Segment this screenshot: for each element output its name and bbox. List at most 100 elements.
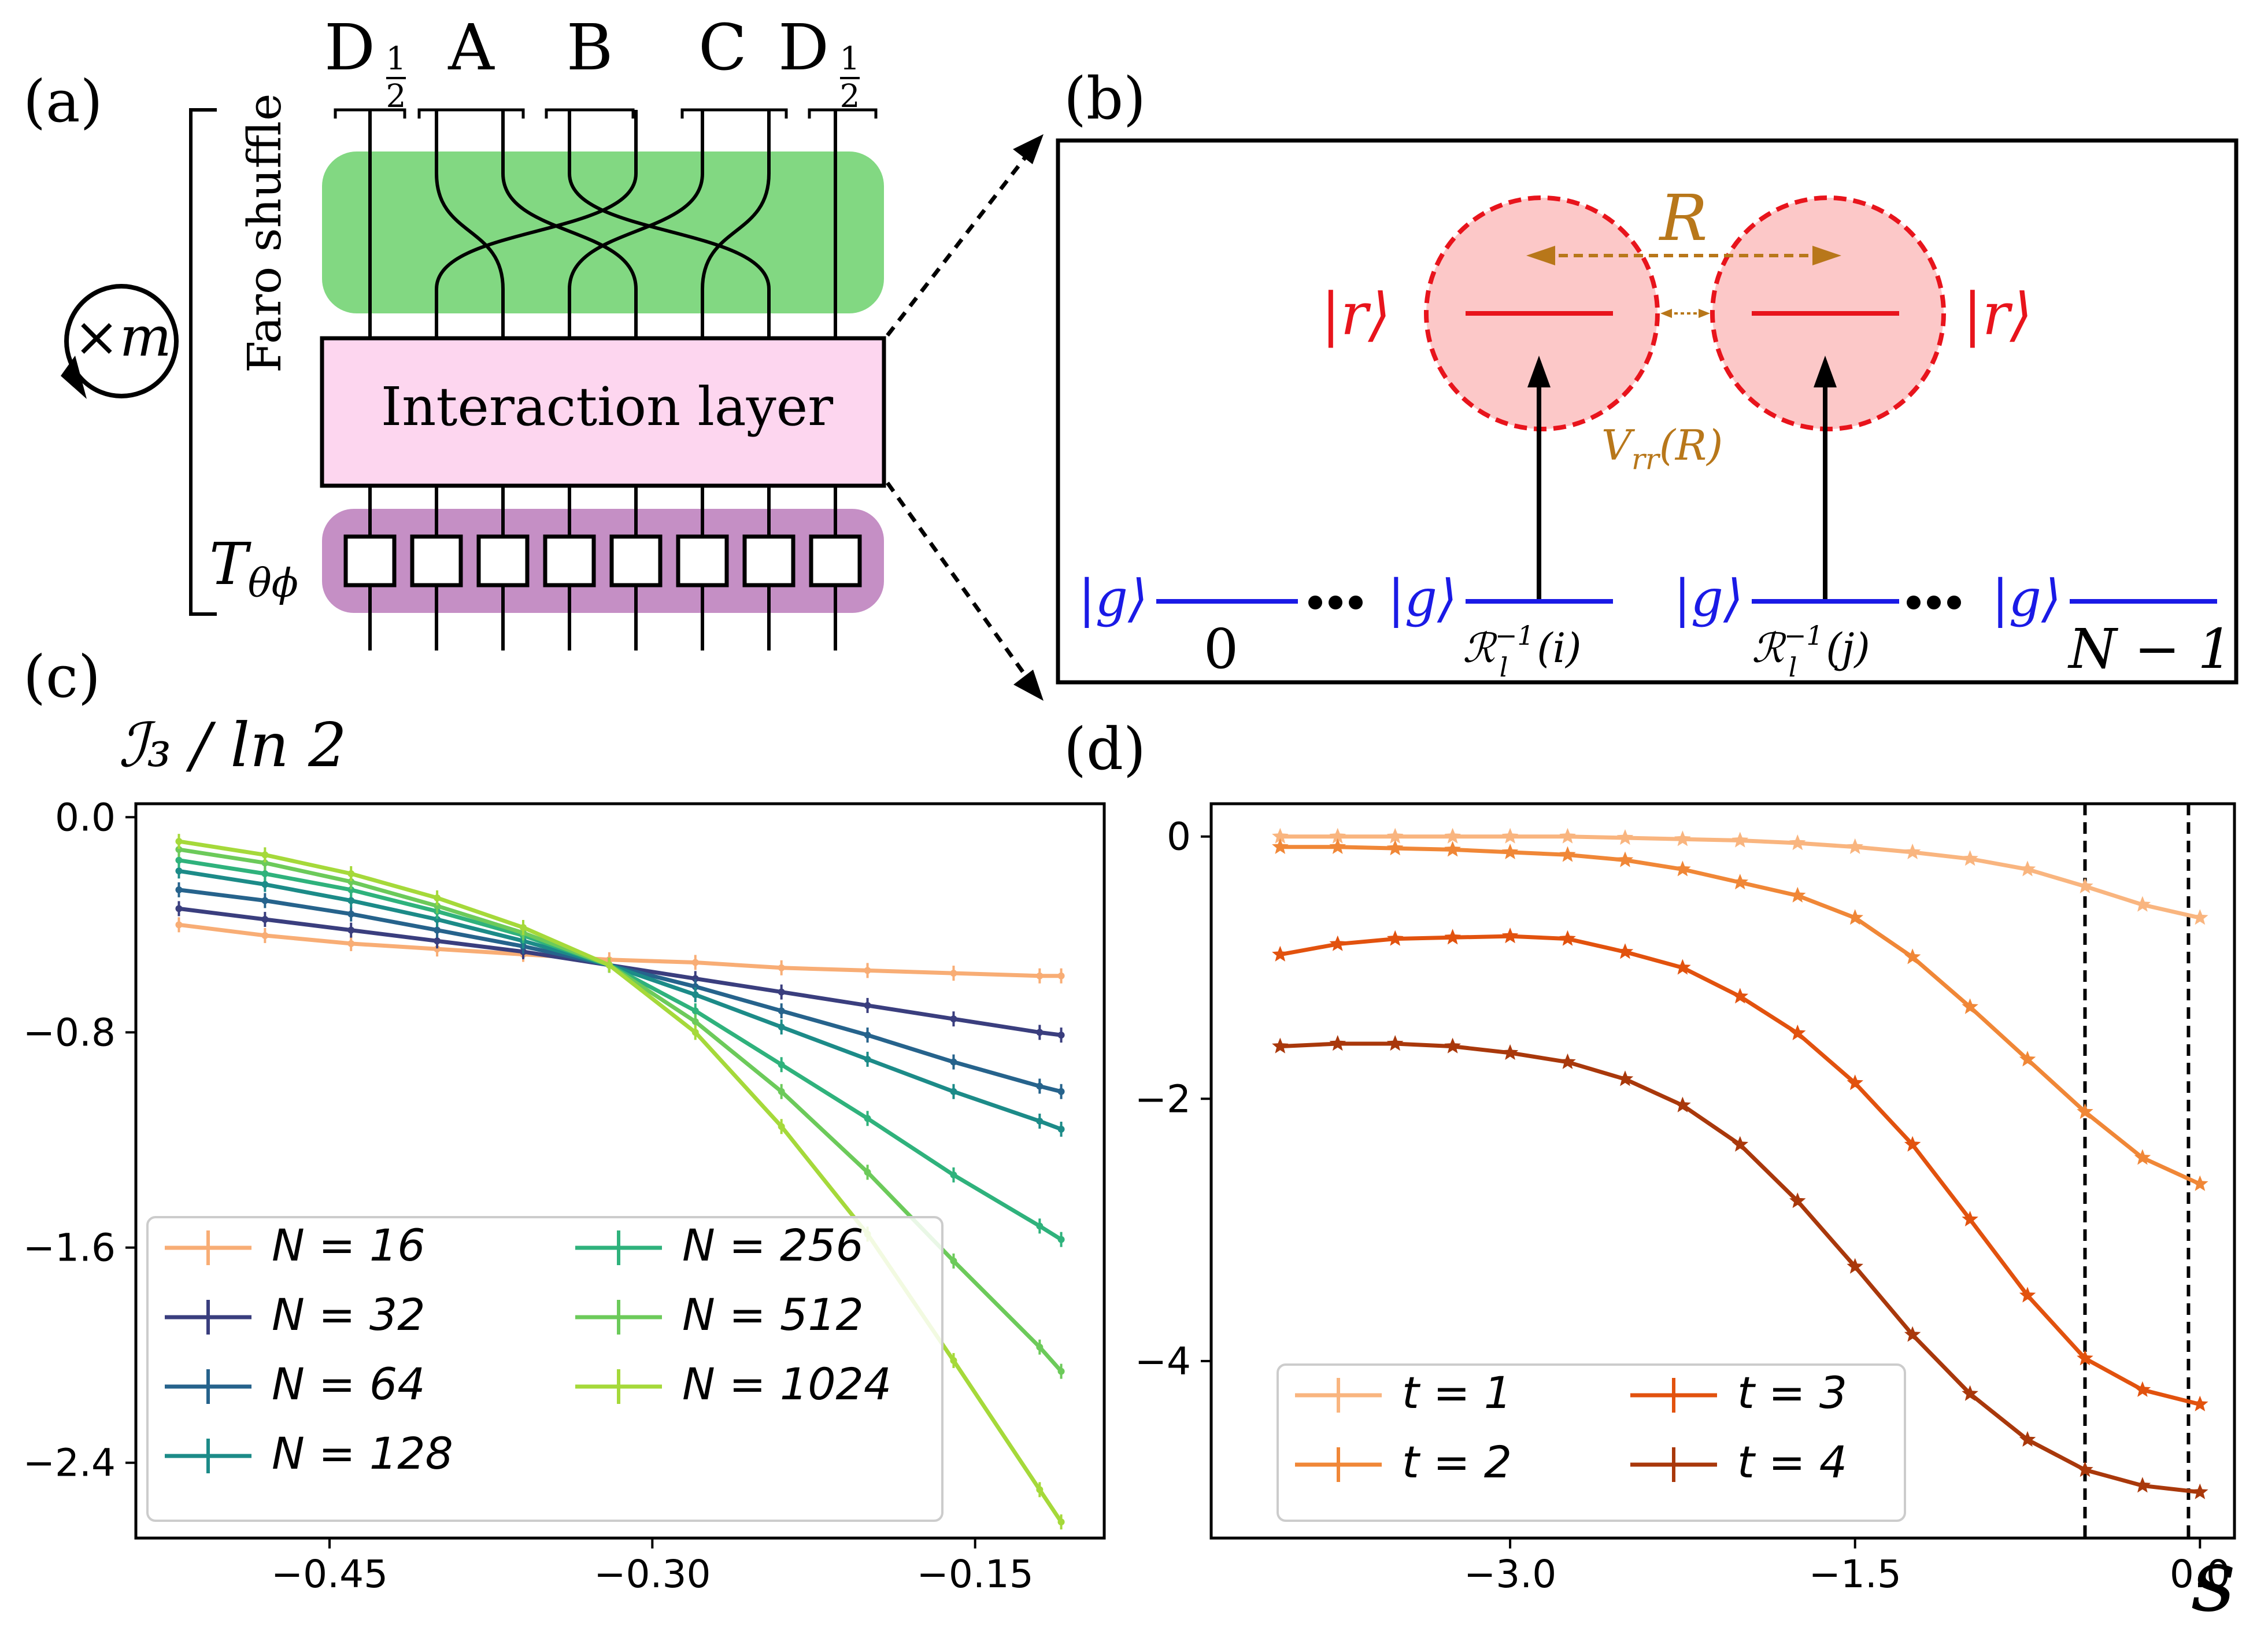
zoom-arrows [886,134,1044,701]
data-point [1036,1117,1044,1125]
y-tick-label: −0.8 [23,1010,116,1055]
data-point [1501,827,1519,844]
legend-label: t = 1 [1402,1367,1512,1418]
data-point [2019,1051,2036,1067]
data-point [1444,1037,1461,1054]
data-point [347,910,355,918]
panel-c: (c) ℐ₃ / ln 2 −0.45−0.30−0.150.0−0.8−1.6… [23,643,1106,1596]
g-state-2: |g⟩ [1674,568,1743,628]
data-point [347,870,355,877]
rotation-gate [742,534,796,587]
panel-b-frame [1056,138,2239,685]
data-point [261,916,269,923]
data-point [778,988,785,996]
data-point [1036,972,1044,980]
region-label: C [698,10,747,84]
data-point [778,964,785,971]
faro-shuffle-label: Faro shuffle [238,94,291,373]
data-point [1674,830,1691,847]
x-tick-label: −1.5 [1809,1552,1901,1596]
rotation-gate [543,534,596,587]
data-point [2019,1431,2036,1447]
data-point [434,937,441,945]
interaction-layer-block [320,336,886,488]
repeat-loop-icon [64,284,179,398]
data-point [691,983,699,990]
data-point [1057,1088,1065,1095]
x-tick-label: −0.30 [594,1552,711,1596]
data-point [2019,1287,2036,1303]
data-point [1386,840,1404,856]
y-tick-label: −2.4 [23,1441,116,1485]
data-point [1616,851,1634,867]
data-point [950,1171,957,1178]
data-point [1674,860,1691,877]
data-point [2192,1395,2208,1411]
rotation-gate [609,534,663,587]
data-point [1386,1035,1404,1051]
rotation-gate [809,534,862,587]
rotation-gate [343,534,397,587]
region-label: D [324,10,375,84]
data-point [1057,1518,1065,1526]
faro-shuffle-block [322,151,884,313]
data-point [864,1032,871,1039]
data-point [1501,927,1519,944]
g-state-0: |g⟩ [1078,568,1148,628]
series-line [178,906,1062,1037]
panel-b: (b) |r⟩ |r⟩ R Vrr(R) |g⟩ |g⟩ |g⟩ |g⟩ [1056,65,2239,685]
faro-wire [435,110,638,338]
data-point [175,838,183,845]
data-point [1904,1136,1921,1152]
data-point [175,846,183,853]
data-point [1036,1082,1044,1090]
data-point [778,1023,785,1031]
data-point [1847,909,1863,925]
rotation-gate [410,534,463,587]
x-tick-label: 0.0 [2170,1552,2230,1596]
data-point [950,1357,957,1364]
panel-a-label: (a) [23,68,103,135]
region-label: D [778,10,829,84]
repeat-label: ×m [73,305,172,369]
data-point [1789,1024,1806,1040]
legend-label: t = 3 [1737,1367,1847,1418]
data-point [1731,988,1749,1004]
data-point [1674,1096,1691,1113]
data-point [1559,930,1576,946]
data-point [1057,972,1065,980]
y-tick-label: −1.6 [23,1226,116,1270]
data-point [1559,846,1576,862]
r-state-right: |r⟩ [1963,280,2033,348]
data-point [691,959,699,966]
interaction-layer-label: Interaction layer [381,376,833,438]
region-label: A [447,10,495,84]
data-point [1386,827,1404,844]
chart-c: −0.45−0.30−0.150.0−0.8−1.6−2.4N = 16N = … [23,795,1106,1596]
data-point [175,867,183,875]
data-point [1904,948,1921,964]
faro-wire [568,110,771,338]
region-bracket [680,108,788,119]
data-point [347,926,355,934]
legend-box [1277,1363,1906,1522]
data-point [950,1015,957,1023]
data-point [2192,1175,2208,1191]
legend-label: N = 512 [682,1289,864,1340]
data-point [1444,827,1461,844]
data-point [434,902,441,910]
data-point [950,1257,957,1265]
panel-a: (a) ×m Faro shuffle Interaction layer Tθ… [23,10,886,651]
data-point [691,1029,699,1036]
region-bracket [417,108,525,119]
data-point [1036,1486,1044,1494]
data-point [1731,1136,1749,1152]
data-point [1444,929,1461,945]
data-point [1329,838,1346,854]
data-point [175,886,183,893]
